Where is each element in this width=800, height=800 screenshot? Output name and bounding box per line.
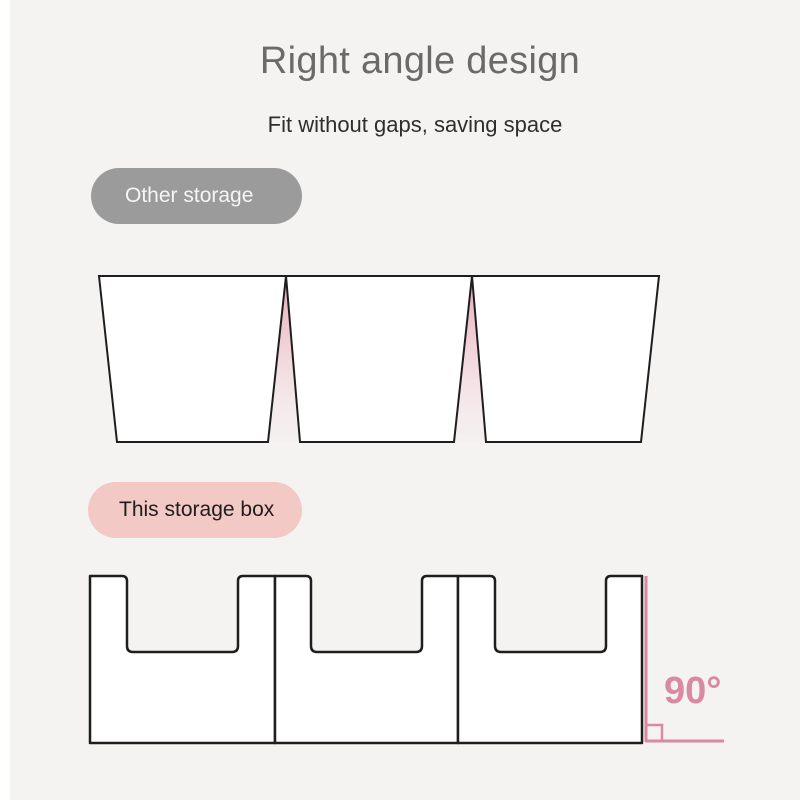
tapered-box-2 xyxy=(284,275,474,443)
page-title: Right angle design xyxy=(259,40,581,82)
tapered-box-3 xyxy=(470,275,661,443)
right-angle-box-1 xyxy=(88,574,277,745)
page-subtitle: Fit without gaps, saving space xyxy=(267,112,563,137)
other-storage-label-text: Other storage xyxy=(125,184,254,207)
gap-wedge-1 xyxy=(268,276,300,442)
right-angle-box-2 xyxy=(273,574,460,745)
right-angle-indicator xyxy=(644,576,724,743)
right-angle-box-3 xyxy=(456,574,644,745)
tapered-box-1 xyxy=(97,275,288,443)
product-infographic: Right angle design Fit without gaps, sav… xyxy=(10,0,800,800)
other-storage-label: Other storage xyxy=(91,168,302,224)
gap-wedge-2 xyxy=(454,276,486,442)
this-storage-box-label-text: This storage box xyxy=(119,498,275,521)
this-storage-box-label: This storage box xyxy=(88,482,302,538)
angle-90-label: 90° xyxy=(664,670,722,712)
